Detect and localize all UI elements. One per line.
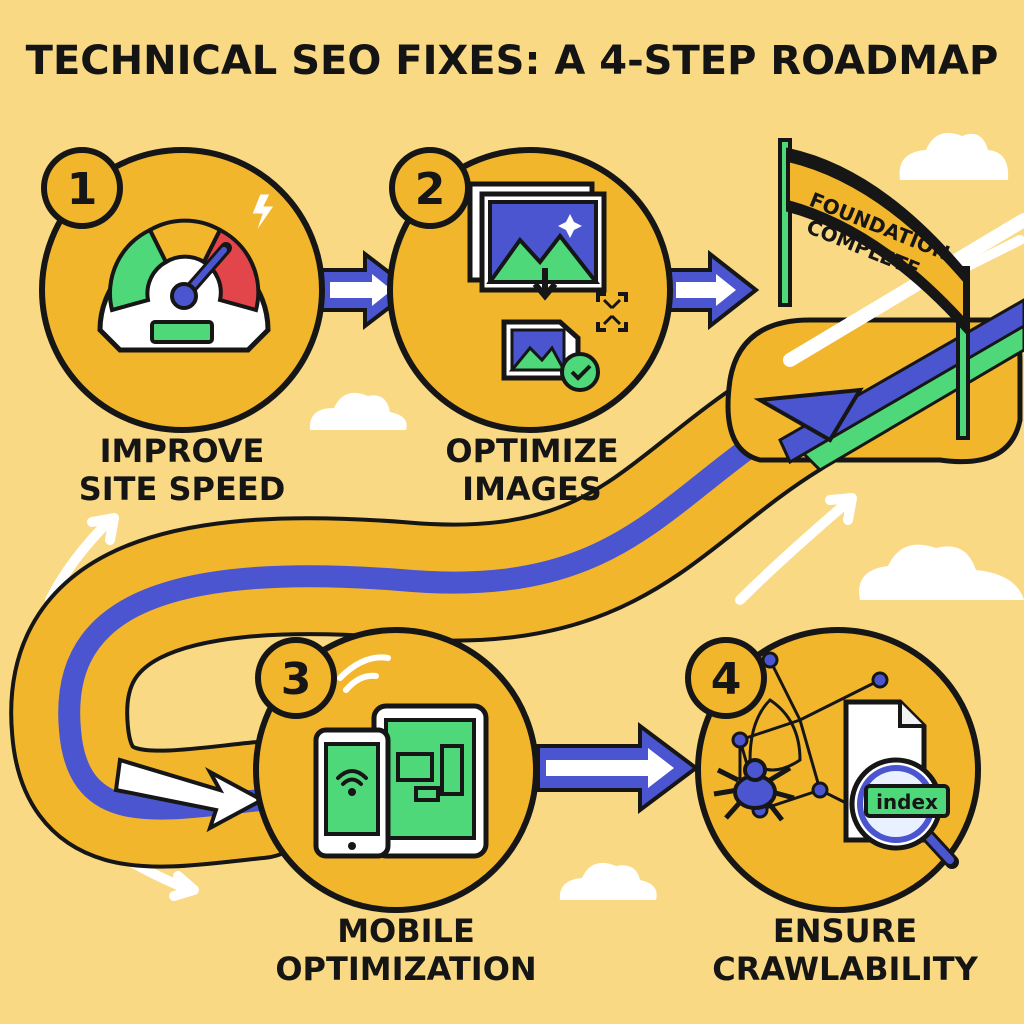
- speedometer-icon: [97, 193, 275, 353]
- step-1-label: IMPROVE SITE SPEED: [78, 432, 286, 508]
- page-title: TECHNICAL SEO FIXES: A 4-STEP ROADMAP: [25, 38, 999, 84]
- step-2-number: 2: [415, 164, 446, 215]
- image-compress-icon: [467, 181, 628, 392]
- step-3-badge: [255, 637, 337, 719]
- step-2: 2: [387, 147, 673, 433]
- step-arrow-3-4: [536, 722, 700, 814]
- step-3-label: MOBILE OPTIMIZATION: [275, 912, 537, 988]
- step-3: 3: [253, 627, 539, 913]
- devices-icon: [313, 654, 489, 859]
- step-3-number: 3: [281, 654, 312, 705]
- step-4-badge: [685, 637, 767, 719]
- step-1-badge: [41, 147, 123, 229]
- step-1-number: 1: [67, 164, 98, 215]
- step-4-number: 4: [711, 654, 742, 705]
- step-4: 4 index: [685, 627, 981, 913]
- cloud-decoration: [309, 133, 1024, 900]
- step-arrow-2-road: [666, 249, 760, 331]
- step-2-label: OPTIMIZE IMAGES: [445, 432, 619, 508]
- index-tag: index: [876, 790, 938, 814]
- step-1: 1: [39, 147, 325, 433]
- magnifier-icon: index: [849, 757, 959, 869]
- step-4-label: ENSURE CRAWLABILITY: [712, 912, 978, 988]
- spider-icon: [713, 758, 795, 822]
